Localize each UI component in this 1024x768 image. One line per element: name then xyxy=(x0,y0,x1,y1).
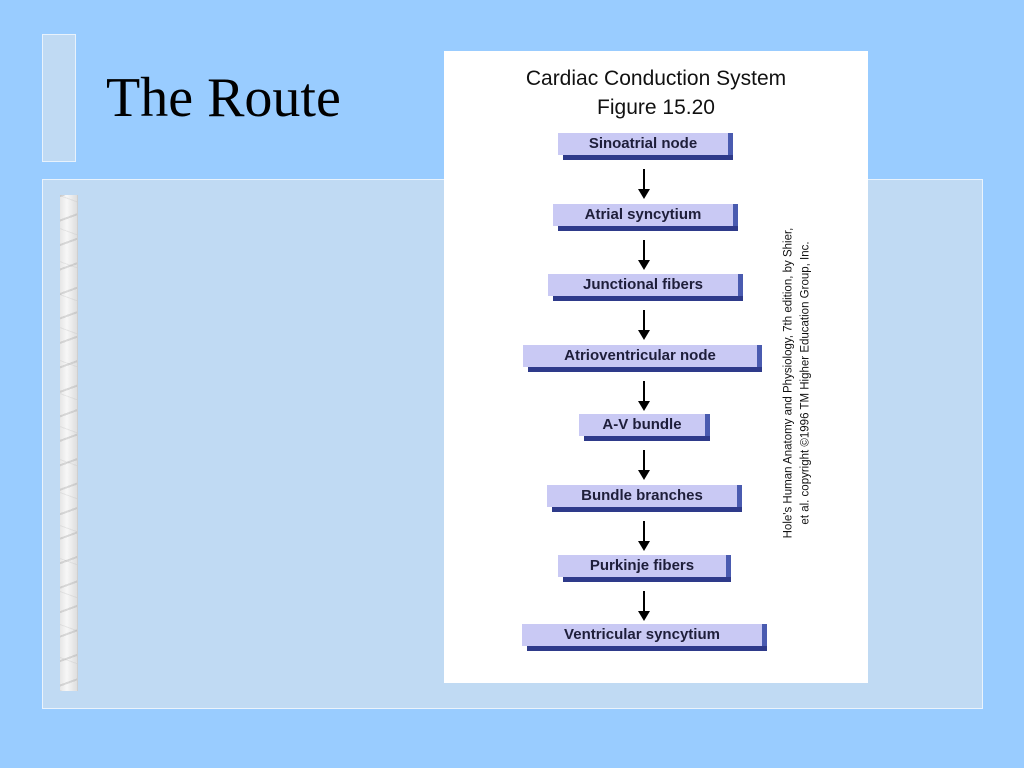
flow-arrow xyxy=(636,521,652,553)
figure-title: Cardiac Conduction System xyxy=(525,67,787,90)
conduction-figure: Cardiac Conduction System Figure 15.20 S… xyxy=(444,51,868,683)
step-bundle-branches: Bundle branches xyxy=(547,485,742,507)
step-ventricular-syncytium: Ventricular syncytium xyxy=(522,624,767,646)
flow-arrow xyxy=(636,381,652,413)
flow-arrow xyxy=(636,310,652,342)
step-purkinje-fibers: Purkinje fibers xyxy=(558,555,731,577)
marble-bar-decoration xyxy=(60,195,78,691)
title-accent-bar xyxy=(42,34,76,162)
credit-line-1: Hole's Human Anatomy and Physiology, 7th… xyxy=(782,227,795,539)
credit-line-2: et al. copyright ©1996 TM Higher Educati… xyxy=(799,241,811,525)
step-atrial-syncytium: Atrial syncytium xyxy=(553,204,738,226)
step-atrioventricular-node: Atrioventricular node xyxy=(523,345,762,367)
step-sinoatrial-node: Sinoatrial node xyxy=(558,133,733,155)
flow-arrow xyxy=(636,169,652,201)
flow-arrow xyxy=(636,450,652,482)
figure-number: Figure 15.20 xyxy=(597,96,715,119)
flow-arrow xyxy=(636,240,652,272)
step-junctional-fibers: Junctional fibers xyxy=(548,274,743,296)
slide-title: The Route xyxy=(106,67,341,129)
step-av-bundle: A-V bundle xyxy=(579,414,710,436)
flow-arrow xyxy=(636,591,652,623)
